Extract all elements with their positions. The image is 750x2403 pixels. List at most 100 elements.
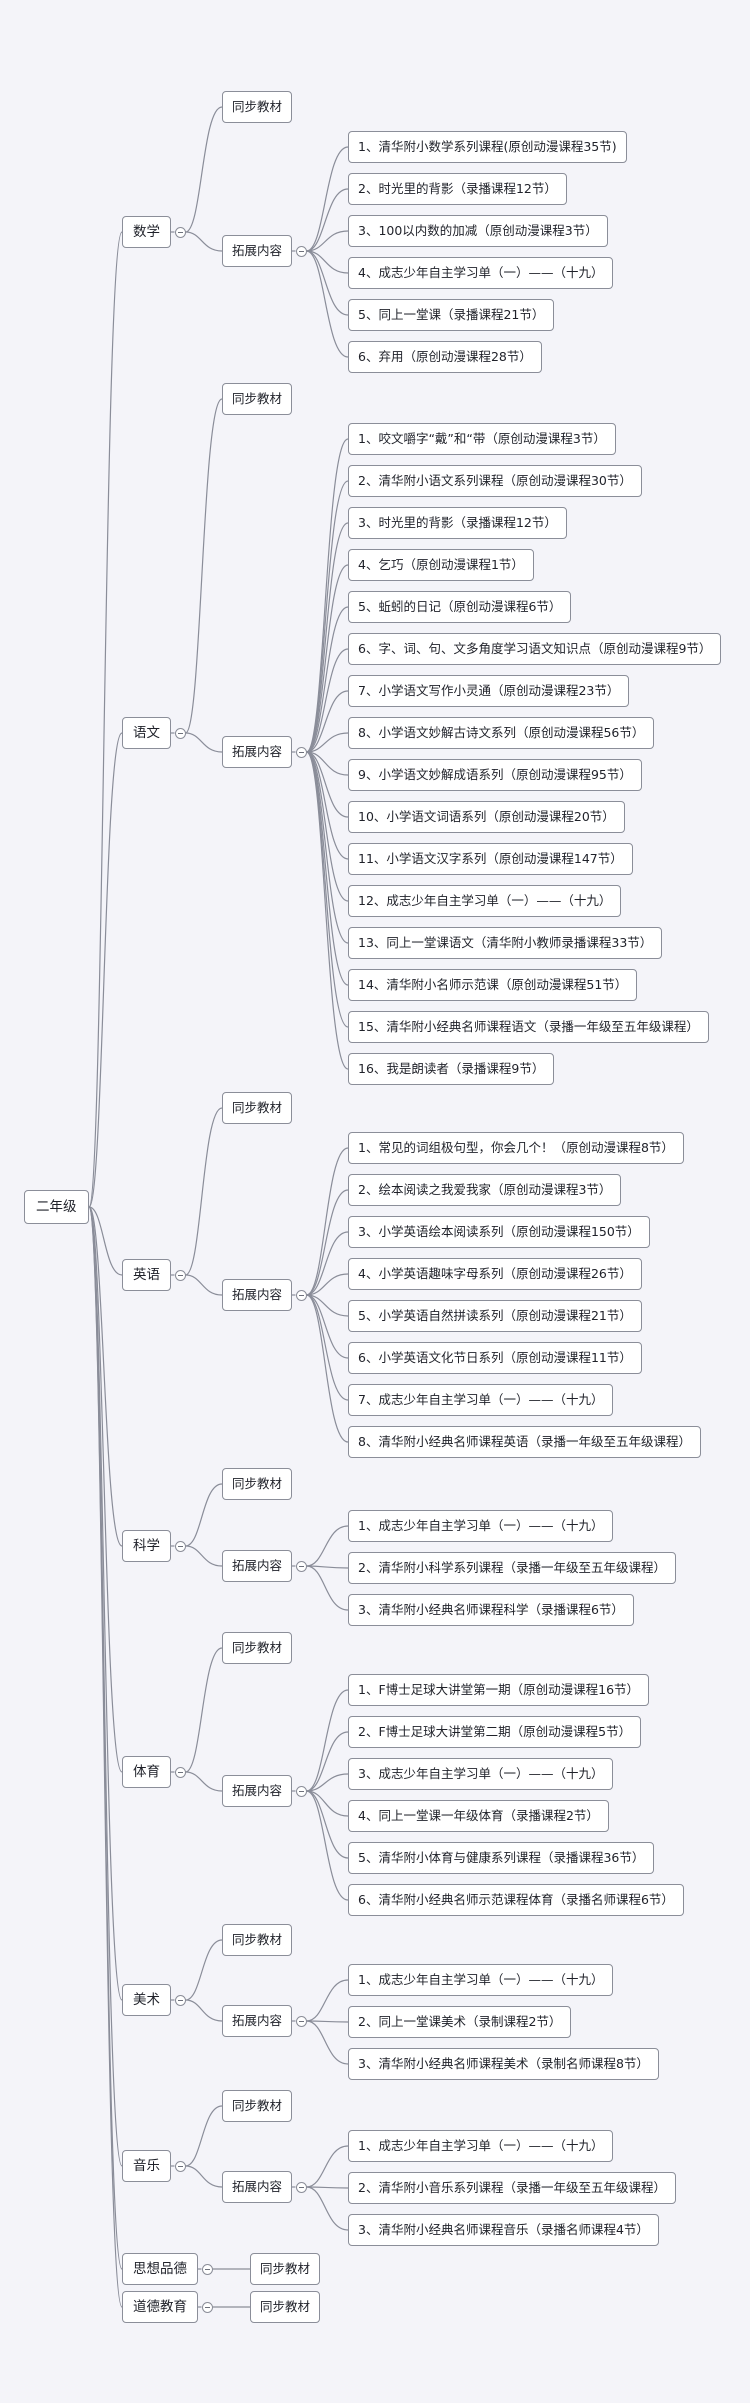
collapse-toggle-icon[interactable] (295, 1289, 307, 1301)
sync-textbook-node[interactable]: 同步教材 (222, 91, 293, 123)
extended-content-node[interactable]: 拓展内容 (222, 2171, 293, 2203)
connector-edge (306, 606, 349, 753)
course-item-node[interactable]: 2、同上一堂课美术（录制课程2节） (348, 2006, 572, 2038)
course-item-node[interactable]: 3、清华附小经典名师课程音乐（录播名师课程4节） (348, 2214, 659, 2246)
subject-node[interactable]: 英语 (122, 1259, 171, 1291)
connector-edge (305, 480, 349, 753)
course-item-node[interactable]: 6、清华附小经典名师示范课程体育（录播名师课程6节） (348, 1884, 684, 1916)
collapse-toggle-icon[interactable] (174, 1994, 186, 2006)
collapse-toggle-icon[interactable] (201, 2301, 213, 2313)
collapse-toggle-icon[interactable] (295, 746, 307, 758)
course-item-node[interactable]: 16、我是朗读者（录播课程9节） (348, 1053, 555, 1085)
course-item-node[interactable]: 2、时光里的背影（录播课程12节） (348, 173, 567, 205)
extended-content-node[interactable]: 拓展内容 (222, 2005, 293, 2037)
course-item-node[interactable]: 4、同上一堂课一年级体育（录播课程2节） (348, 1800, 609, 1832)
sync-textbook-node[interactable]: 同步教材 (222, 1632, 293, 1664)
course-item-node[interactable]: 1、常见的词组极句型，你会几个！（原创动漫课程8节） (348, 1132, 684, 1164)
course-item-node[interactable]: 8、小学语文妙解古诗文系列（原创动漫课程56节） (348, 717, 655, 749)
course-item-node[interactable]: 4、小学英语趣味字母系列（原创动漫课程26节） (348, 1258, 642, 1290)
connector-edge (88, 1206, 123, 1547)
subject-node[interactable]: 语文 (122, 717, 171, 749)
course-item-node[interactable]: 4、成志少年自主学习单（一）——（十九） (348, 257, 614, 289)
connector-edge (306, 1525, 349, 1567)
connector-edge (185, 1545, 223, 1567)
connector-edge (306, 648, 349, 753)
course-item-node[interactable]: 3、清华附小经典名师课程美术（录制名师课程8节） (348, 2048, 659, 2080)
connector-edge (185, 1107, 223, 1276)
course-item-node[interactable]: 13、同上一堂课语文（清华附小教师录播课程33节） (348, 927, 663, 959)
collapse-toggle-icon[interactable] (174, 226, 186, 238)
course-item-node[interactable]: 3、时光里的背影（录播课程12节） (348, 507, 567, 539)
course-item-node[interactable]: 2、清华附小科学系列课程（录播一年级至五年级课程） (348, 1552, 676, 1584)
collapse-toggle-icon[interactable] (295, 1560, 307, 1572)
course-item-node[interactable]: 1、成志少年自主学习单（一）——（十九） (348, 1964, 614, 1996)
extended-content-node[interactable]: 拓展内容 (222, 1775, 293, 1807)
collapse-toggle-icon[interactable] (295, 245, 307, 257)
course-item-node[interactable]: 4、乞巧（原创动漫课程1节） (348, 549, 534, 581)
course-item-node[interactable]: 3、100以内数的加减（原创动漫课程3节） (348, 215, 608, 247)
course-item-node[interactable]: 3、成志少年自主学习单（一）——（十九） (348, 1758, 614, 1790)
collapse-toggle-icon[interactable] (295, 2181, 307, 2193)
sync-textbook-node[interactable]: 同步教材 (222, 2090, 293, 2122)
subject-node[interactable]: 思想品德 (122, 2253, 198, 2285)
course-item-node[interactable]: 5、蚯蚓的日记（原创动漫课程6节） (348, 591, 572, 623)
subject-node[interactable]: 数学 (122, 216, 171, 248)
course-item-node[interactable]: 1、清华附小数学系列课程(原创动漫课程35节) (348, 131, 627, 163)
course-item-node[interactable]: 1、成志少年自主学习单（一）——（十九） (348, 2130, 614, 2162)
course-item-node[interactable]: 3、清华附小经典名师课程科学（录播课程6节） (348, 1594, 634, 1626)
subject-node[interactable]: 音乐 (122, 2150, 171, 2182)
course-item-node[interactable]: 1、F博士足球大讲堂第一期（原创动漫课程16节） (348, 1674, 650, 1706)
course-item-node[interactable]: 2、绘本阅读之我爱我家（原创动漫课程3节） (348, 1174, 622, 1206)
collapse-toggle-icon[interactable] (174, 2160, 186, 2172)
course-item-node[interactable]: 7、小学语文写作小灵通（原创动漫课程23节） (348, 675, 630, 707)
course-item-node[interactable]: 15、清华附小经典名师课程语文（录播一年级至五年级课程） (348, 1011, 709, 1043)
extended-content-node[interactable]: 拓展内容 (222, 1550, 293, 1582)
course-item-node[interactable]: 8、清华附小经典名师课程英语（录播一年级至五年级课程） (348, 1426, 701, 1458)
connector-edge (306, 2186, 349, 2231)
sync-textbook-node[interactable]: 同步教材 (222, 1092, 293, 1124)
connector-edge (88, 1206, 123, 1276)
course-item-node[interactable]: 12、成志少年自主学习单（一）——（十九） (348, 885, 622, 917)
course-item-node[interactable]: 5、同上一堂课（录播课程21节） (348, 299, 555, 331)
course-item-node[interactable]: 7、成志少年自主学习单（一）——（十九） (348, 1384, 614, 1416)
connector-edge (306, 690, 349, 753)
collapse-toggle-icon[interactable] (174, 1766, 186, 1778)
sync-textbook-node[interactable]: 同步教材 (222, 383, 293, 415)
collapse-toggle-icon[interactable] (174, 1269, 186, 1281)
collapse-toggle-icon[interactable] (295, 2015, 307, 2027)
connector-edge (306, 1294, 349, 1401)
collapse-toggle-icon[interactable] (174, 727, 186, 739)
subject-node[interactable]: 科学 (122, 1530, 171, 1562)
collapse-toggle-icon[interactable] (201, 2263, 213, 2275)
extended-content-node[interactable]: 拓展内容 (222, 1279, 293, 1311)
course-item-node[interactable]: 2、清华附小音乐系列课程（录播一年级至五年级课程） (348, 2172, 676, 2204)
root-node[interactable]: 二年级 (24, 1190, 89, 1224)
collapse-toggle-icon[interactable] (295, 1785, 307, 1797)
course-item-node[interactable]: 3、小学英语绘本阅读系列（原创动漫课程150节） (348, 1216, 650, 1248)
course-item-node[interactable]: 11、小学语文汉字系列（原创动漫课程147节） (348, 843, 633, 875)
subject-node[interactable]: 体育 (122, 1756, 171, 1788)
sync-textbook-node[interactable]: 同步教材 (250, 2253, 321, 2285)
subject-node[interactable]: 道德教育 (122, 2291, 198, 2323)
course-item-node[interactable]: 10、小学语文词语系列（原创动漫课程20节） (348, 801, 625, 833)
course-item-node[interactable]: 6、小学英语文化节日系列（原创动漫课程11节） (348, 1342, 642, 1374)
collapse-toggle-icon[interactable] (174, 1540, 186, 1552)
course-item-node[interactable]: 2、F博士足球大讲堂第二期（原创动漫课程5节） (348, 1716, 642, 1748)
connector-edge (185, 1274, 223, 1296)
course-item-node[interactable]: 9、小学语文妙解成语系列（原创动漫课程95节） (348, 759, 642, 791)
course-item-node[interactable]: 5、小学英语自然拼读系列（原创动漫课程21节） (348, 1300, 642, 1332)
subject-node[interactable]: 美术 (122, 1984, 171, 2016)
course-item-node[interactable]: 14、清华附小名师示范课（原创动漫课程51节） (348, 969, 638, 1001)
course-item-node[interactable]: 5、清华附小体育与健康系列课程（录播课程36节） (348, 1842, 655, 1874)
sync-textbook-node[interactable]: 同步教材 (222, 1468, 293, 1500)
sync-textbook-node[interactable]: 同步教材 (250, 2291, 321, 2323)
connector-edge (306, 1790, 349, 1901)
course-item-node[interactable]: 6、弃用（原创动漫课程28节） (348, 341, 542, 373)
course-item-node[interactable]: 1、成志少年自主学习单（一）——（十九） (348, 1510, 614, 1542)
sync-textbook-node[interactable]: 同步教材 (222, 1924, 293, 1956)
course-item-node[interactable]: 2、清华附小语文系列课程（原创动漫课程30节） (348, 465, 642, 497)
course-item-node[interactable]: 1、咬文嚼字“戴”和“带（原创动漫课程3节） (348, 423, 616, 455)
extended-content-node[interactable]: 拓展内容 (222, 235, 293, 267)
course-item-node[interactable]: 6、字、词、句、文多角度学习语文知识点（原创动漫课程9节） (348, 633, 722, 665)
extended-content-node[interactable]: 拓展内容 (222, 736, 293, 768)
